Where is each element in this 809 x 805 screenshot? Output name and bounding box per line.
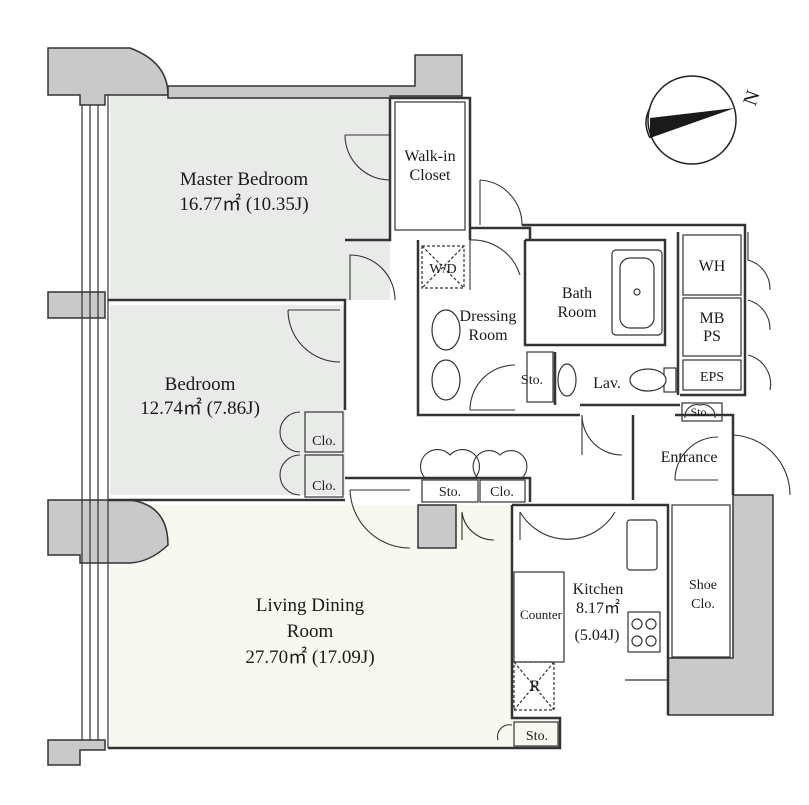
entrance-label: Entrance [661,449,718,466]
toilet-bowl [629,368,667,392]
shoe-closet-box [671,504,731,658]
hall-sto-box [421,479,479,503]
bottom-left-column [47,739,106,766]
bedroom-clo-box-1 [304,411,344,453]
dressing-room-label-1: Dressing [460,308,517,325]
left-windows [81,95,109,748]
dressing-sto-label: Sto. [521,373,543,388]
bedroom-area-text: 12.74㎡ (7.86J) [140,396,260,419]
entrance-sto-label: Sto. [690,405,709,419]
interior-walls [108,96,747,750]
master-bedroom-area [110,95,390,300]
bedroom-clo-label-2: Clo. [312,479,336,494]
hall-clo-label: Clo. [490,485,514,500]
master-bedroom-name: Master Bedroom [180,169,308,190]
bedroom-area [110,305,345,495]
fridge-box [513,661,555,711]
wh-box [682,234,742,296]
living-dining-area-text: 27.70㎡ (17.09J) [245,645,374,668]
walk-in-closet-label-2: Closet [410,167,451,184]
walk-in-closet-box [394,101,466,231]
wd-label: W/D [429,262,456,277]
mb-ps-box [682,297,742,357]
dressing-room-label-2: Room [468,327,508,344]
wd-box [421,245,465,289]
hall-clo-box [479,479,526,503]
kitchen-area-text: 8.17㎡ [576,599,620,617]
right-wall [667,494,774,716]
living-dining-name-2: Room [287,621,334,642]
bath-room-label-2: Room [557,304,597,321]
eps-label: EPS [700,370,724,385]
living-sto-label: Sto. [526,729,548,744]
bedroom-name: Bedroom [165,374,236,395]
compass-north-label: N [739,87,765,108]
hall-sto-label: Sto. [439,485,461,500]
dressing-sto-box [526,351,554,403]
living-dining-name-1: Living Dining [256,595,365,616]
top-wall [167,54,463,99]
living-sto-box [513,721,559,747]
entrance-sto-box [681,402,723,422]
top-left-column [47,47,169,106]
bedroom-clo-box-2 [304,454,344,498]
column-mid [417,504,457,549]
kitchen-area-j-text: (5.04J) [575,627,620,644]
dressing-sink-1 [431,309,461,351]
compass-icon [645,75,737,165]
wh-label: WH [699,258,726,275]
walk-in-closet-label-1: Walk-in [404,148,455,165]
shoe-closet-label-1: Shoe [689,578,717,593]
counter-label: Counter [520,607,563,622]
shoe-closet-label-2: Clo. [691,597,715,612]
kitchen-name: Kitchen [573,581,624,598]
fridge-label: R [530,678,541,695]
bath-room-label-1: Bath [562,285,592,302]
mb-label: MB [700,310,725,327]
lav-label: Lav. [593,375,621,392]
living-dining-area [110,505,560,748]
column-small-left [47,291,106,319]
dressing-sink-2 [431,359,461,401]
bedroom-clo-label-1: Clo. [312,434,336,449]
eps-box [682,359,742,391]
ps-label: PS [703,328,721,345]
master-bedroom-area-text: 16.77㎡ (10.35J) [179,192,308,215]
door-swings [279,134,791,741]
kitchen-sink [626,519,658,571]
lav-sink [557,363,577,397]
kitchen-stove [627,611,661,653]
